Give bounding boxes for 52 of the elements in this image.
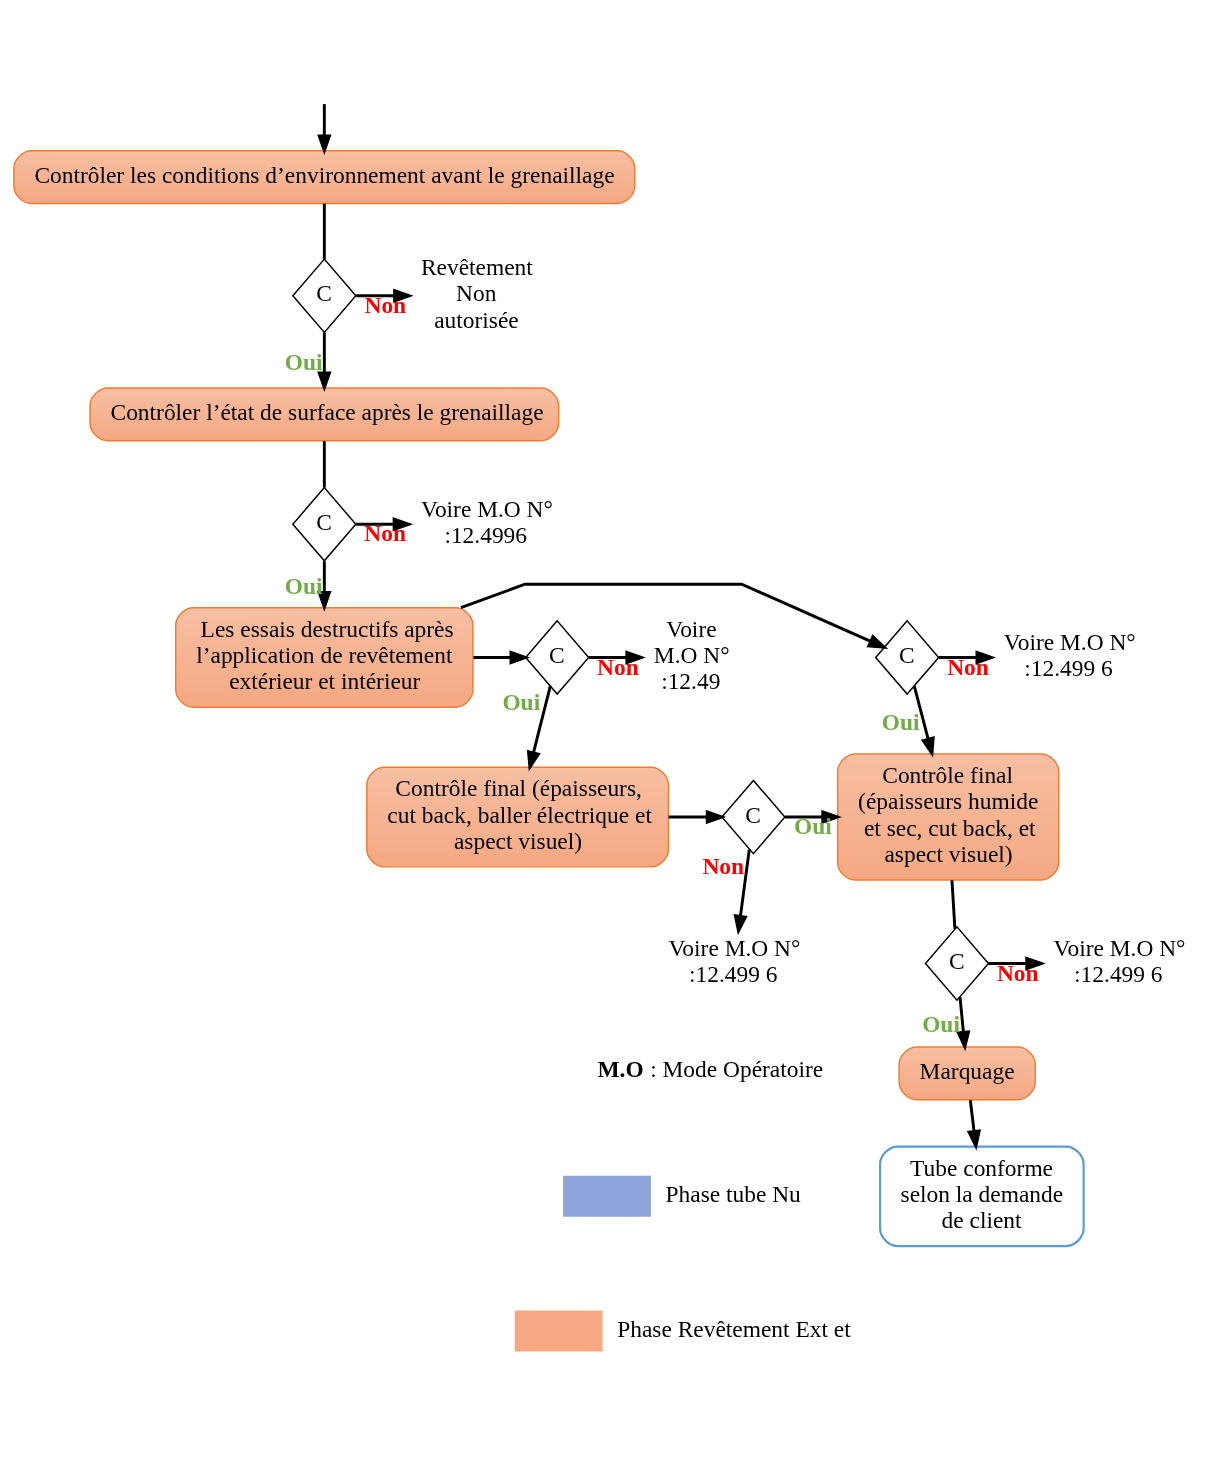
node-diamond: C <box>291 486 357 562</box>
node-diamond: C <box>720 779 786 855</box>
node-box: Les essais destructifs après l’application de revêtement extérieur et intérieur <box>174 606 474 708</box>
node-box: Tube conforme selon la demande de client <box>878 1145 1085 1248</box>
arrow <box>317 104 332 156</box>
edge-label: Oui <box>284 348 323 375</box>
connector <box>322 441 326 488</box>
node-text: Revêtement Non autorisée <box>420 253 533 333</box>
edge-label: Non <box>597 653 639 680</box>
arrow <box>912 685 935 758</box>
arrow <box>668 809 727 825</box>
node-text: Voire M.O N° :12.49 <box>653 615 730 695</box>
arrow <box>785 809 842 825</box>
arrow <box>956 996 971 1052</box>
edge-label: Non <box>364 292 407 319</box>
legend-label: Phase Revêtement Ext et <box>617 1315 851 1342</box>
arrow <box>938 650 997 665</box>
legend-label: Phase tube Nu <box>665 1180 801 1207</box>
edge-label: Oui <box>284 573 323 600</box>
edge-label: Non <box>947 653 989 680</box>
connector <box>950 880 957 929</box>
node-text: Voire M.O N° :12.499 6 <box>1053 934 1186 988</box>
edge-label: Oui <box>881 708 920 735</box>
arrow <box>460 582 889 650</box>
label: M.O : Mode Opératoire <box>597 1056 824 1083</box>
node-box: Contrôle final (épaisseurs, cut back, baller électrique et aspect visuel) <box>366 766 670 868</box>
node-diamond: C <box>291 258 357 334</box>
arrow <box>356 288 414 303</box>
arrow <box>317 332 332 393</box>
arrow <box>733 849 751 936</box>
arrow <box>317 561 332 612</box>
edge-label: Oui <box>793 813 832 840</box>
edge-label: Oui <box>922 1010 960 1037</box>
arrow <box>355 517 414 532</box>
node-text: Voire M.O N° :12.499 6 <box>668 934 801 988</box>
edge-label: Non <box>364 520 406 547</box>
arrow <box>588 650 646 665</box>
arrow <box>526 685 552 772</box>
edge-label: Non <box>702 852 745 879</box>
node-box: Contrôle final (épaisseurs humide et sec, cut back, et aspect visuel) <box>836 753 1060 881</box>
arrow <box>988 956 1046 971</box>
node-diamond: C <box>874 619 940 696</box>
node-diamond: C <box>924 925 990 1002</box>
node-text: Voire M.O N° :12.499 6 <box>1003 628 1136 682</box>
node-box: Marquage <box>898 1046 1037 1101</box>
edge-label: Non <box>996 959 1039 986</box>
node-box: Contrôler l’état de surface après le grenaillage <box>89 387 560 442</box>
connector <box>322 203 326 260</box>
arrow <box>966 1100 982 1151</box>
node-box: Contrôler les conditions d’environnement avant le grenaillage <box>13 150 636 205</box>
node-text: Voire M.O N° :12.4996 <box>420 495 553 548</box>
arrow <box>473 650 531 665</box>
